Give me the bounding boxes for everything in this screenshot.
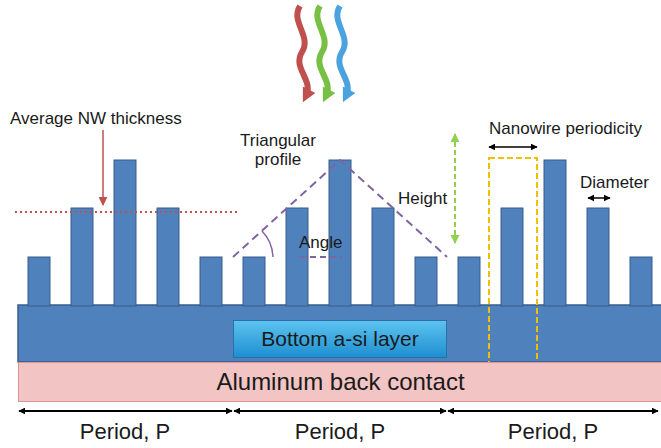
period-arrow: [448, 410, 658, 412]
nanowire: [630, 257, 652, 306]
nanowire: [458, 257, 480, 306]
layer-box: Bottom a-si layer: [233, 320, 447, 358]
node-text: Bottom a-si layer: [261, 327, 419, 351]
height-arrow: [454, 134, 456, 243]
silicon-substrate: [18, 305, 661, 362]
diameter-arrow: [588, 197, 610, 199]
annotation-label: Angle: [299, 234, 342, 253]
light-ray: [337, 6, 347, 96]
annotation-label: Height: [398, 190, 447, 209]
nanowire: [200, 257, 222, 306]
periodicity-arrow: [489, 146, 537, 148]
unit-cell-outline: [489, 158, 537, 372]
nanowire-array: [28, 160, 652, 306]
nanowire: [114, 160, 136, 306]
nanowire: [372, 208, 394, 306]
annotation-label: Triangular profile: [232, 132, 324, 169]
dimension-label: Period, P: [295, 420, 386, 444]
nanowire: [157, 208, 179, 306]
leader-arrow: [102, 130, 104, 205]
period-arrow: [234, 410, 446, 412]
annotation-label: Nanowire periodicity: [489, 120, 642, 139]
annotation-label: Diameter: [580, 174, 649, 193]
back-contact-band: Aluminum back contact: [18, 362, 661, 402]
nanowire: [28, 257, 50, 306]
nanowire: [544, 160, 566, 306]
angle-base: [300, 256, 342, 258]
angle-arc: [262, 231, 273, 257]
nanowire: [329, 160, 351, 306]
nanowire: [71, 208, 93, 306]
dimension-label: Period, P: [508, 420, 599, 444]
node-text: Aluminum back contact: [216, 368, 464, 396]
annotation-label: Average NW thickness: [10, 110, 182, 129]
average-line: [15, 211, 238, 213]
light-ray: [317, 6, 327, 96]
nanowire: [243, 257, 265, 306]
light-ray: [297, 6, 307, 96]
period-arrow: [19, 410, 232, 412]
nanowire: [415, 257, 437, 306]
nanowire: [587, 208, 609, 306]
dimension-label: Period, P: [80, 420, 171, 444]
nanowire: [501, 208, 523, 306]
triangle-profile: [233, 160, 447, 257]
